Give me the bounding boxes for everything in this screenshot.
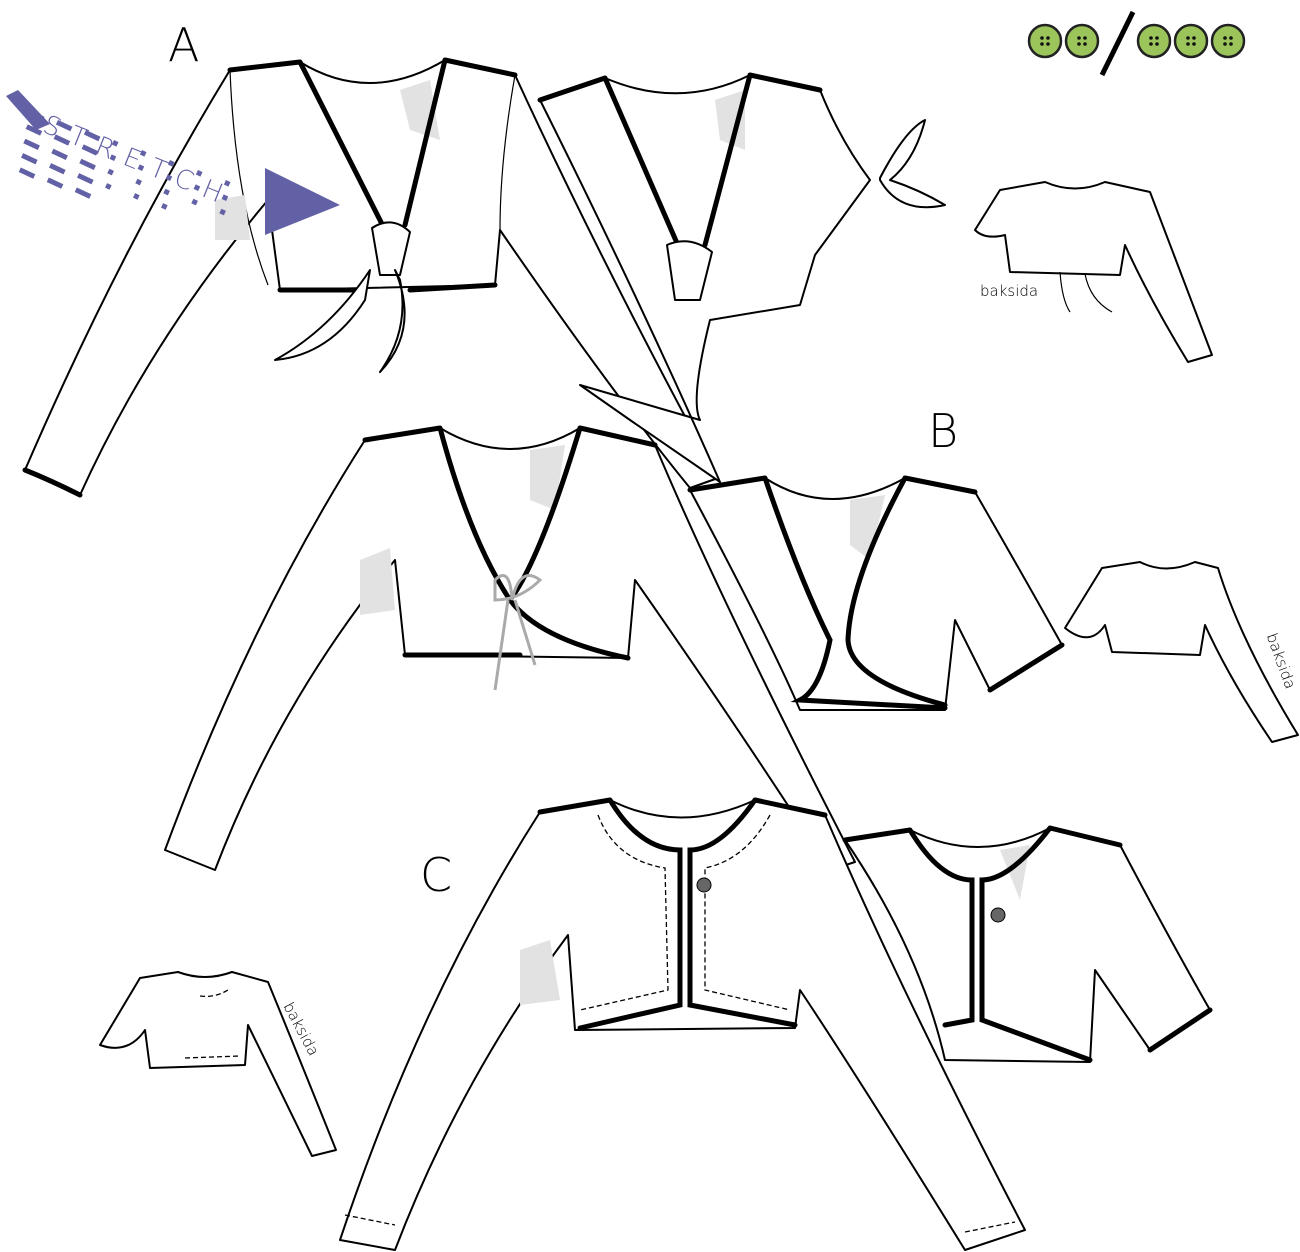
stretch-mark bbox=[193, 184, 201, 192]
stretch-mark bbox=[111, 140, 119, 147]
button-icon bbox=[1027, 23, 1063, 59]
button-icon bbox=[1173, 23, 1209, 59]
stretch-mark bbox=[221, 194, 229, 202]
stretch-mark bbox=[107, 168, 114, 176]
stretch-mark bbox=[167, 160, 175, 167]
garment-a-front bbox=[22, 57, 719, 498]
back-view-c bbox=[99, 971, 337, 1157]
stretch-mark bbox=[21, 153, 38, 165]
back-view-a-label: baksida bbox=[980, 282, 1039, 300]
stretch-mark bbox=[133, 193, 140, 200]
stretch-mark bbox=[51, 148, 68, 161]
stretch-mark bbox=[139, 150, 147, 157]
stretch-mark bbox=[55, 120, 73, 132]
garment-b-front bbox=[164, 425, 856, 871]
label-b: B bbox=[928, 404, 959, 458]
stretch-mark bbox=[137, 164, 145, 172]
garment-b-short-sleeve bbox=[687, 475, 1065, 711]
stretch-mark bbox=[109, 154, 117, 162]
stretch-mark bbox=[77, 173, 94, 185]
stretch-mark bbox=[223, 180, 231, 187]
stretch-mark bbox=[163, 188, 170, 196]
label-a: A bbox=[168, 18, 200, 72]
back-view-a bbox=[974, 181, 1213, 363]
stretch-mark bbox=[79, 158, 96, 171]
stretch-mark bbox=[18, 167, 36, 179]
stretch-mark bbox=[83, 130, 101, 142]
stretch-mark bbox=[27, 109, 45, 122]
stretch-mark bbox=[195, 170, 203, 177]
stretch-mark bbox=[25, 124, 43, 136]
button-icons bbox=[1027, 23, 1246, 59]
garment-c-short-sleeve bbox=[842, 825, 1213, 1063]
button-icon bbox=[1136, 23, 1172, 59]
slash-divider bbox=[1099, 10, 1136, 77]
stretch-mark bbox=[46, 177, 64, 189]
button-icon bbox=[1210, 23, 1246, 59]
stretch-mark bbox=[105, 183, 112, 190]
stretch-mark bbox=[49, 163, 66, 175]
stretch-mark bbox=[191, 198, 198, 206]
stretch-mark bbox=[161, 203, 168, 210]
stretch-mark bbox=[165, 174, 173, 182]
stretch-mark bbox=[135, 178, 142, 186]
stretch-mark bbox=[81, 144, 99, 156]
garment-c-front bbox=[339, 797, 1026, 1251]
stretch-logo bbox=[6, 90, 340, 235]
stretch-mark bbox=[23, 138, 40, 151]
stretch-mark bbox=[53, 134, 71, 146]
stretch-mark bbox=[74, 187, 92, 199]
button-icon bbox=[1064, 23, 1100, 59]
stretch-mark bbox=[219, 208, 226, 216]
label-c: C bbox=[420, 848, 453, 902]
back-view-b bbox=[1064, 561, 1299, 743]
garment-a-short-sleeve bbox=[537, 72, 946, 483]
